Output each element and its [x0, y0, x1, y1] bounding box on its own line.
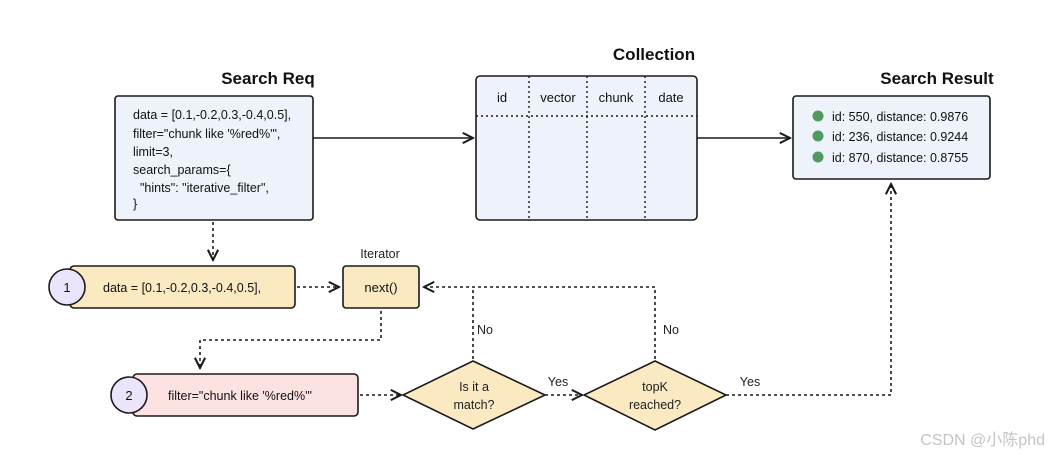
decision-topk-line2: reached? [629, 398, 681, 412]
search-req-box: data = [0.1,-0.2,0.3,-0.4,0.5], filter="… [114, 95, 314, 221]
step1-number-badge [48, 268, 86, 306]
result-dot-icon [812, 151, 824, 163]
result-item: id: 870, distance: 0.8755 [832, 151, 968, 165]
iterator-call: next() [364, 280, 397, 295]
step1-number: 1 [63, 280, 70, 295]
collection-column-header: id [497, 90, 507, 105]
result-dot-icon [812, 110, 824, 122]
decision-topk-line1: topK [642, 380, 668, 394]
iterator-box: next() [342, 265, 420, 309]
step2-box: 2 filter="chunk like '%red%'" [110, 373, 359, 417]
arrow-iterator-to-step2 [200, 311, 382, 368]
search-result-title: Search Result [880, 69, 994, 88]
result-item: id: 236, distance: 0.9244 [832, 130, 968, 144]
watermark: CSDN @小陈phd [920, 431, 1045, 449]
search-req-line: filter="chunk like '%red%'", [133, 127, 280, 141]
edge-label-no: No [663, 323, 679, 337]
edge-label-no: No [477, 323, 493, 337]
search-req-title: Search Req [221, 69, 315, 88]
arrow-topk-yes-to-result [726, 184, 891, 396]
decision-topk: topK reached? [582, 360, 728, 431]
edge-label-yes: Yes [740, 375, 760, 389]
decision-match-line1: Is it a [459, 380, 489, 394]
step1-box: 1 data = [0.1,-0.2,0.3,-0.4,0.5], [48, 265, 296, 309]
search-req-line: search_params={ [133, 163, 231, 177]
search-req-line: limit=3, [133, 145, 173, 159]
collection-column-header: date [658, 90, 683, 105]
collection-title: Collection [613, 45, 695, 64]
iterator-label: Iterator [360, 247, 400, 261]
step2-text: filter="chunk like '%red%'" [168, 389, 312, 403]
collection-table: id vector chunk date [475, 75, 698, 221]
step2-number-badge [110, 376, 148, 414]
search-req-line: data = [0.1,-0.2,0.3,-0.4,0.5], [133, 108, 291, 122]
step2-number: 2 [125, 388, 132, 403]
edge-label-yes: Yes [548, 375, 568, 389]
collection-column-header: vector [540, 90, 576, 105]
arrow-topk-no-to-iterator [424, 287, 656, 359]
search-req-line: "hints": "iterative_filter", [133, 181, 269, 195]
search-req-line: } [133, 197, 137, 211]
step1-text: data = [0.1,-0.2,0.3,-0.4,0.5], [103, 281, 261, 295]
search-result-box: id: 550, distance: 0.9876 id: 236, dista… [792, 95, 991, 180]
decision-match-line2: match? [454, 398, 495, 412]
collection-column-header: chunk [599, 90, 634, 105]
result-dot-icon [812, 130, 824, 142]
decision-match: Is it a match? [401, 360, 547, 430]
result-item: id: 550, distance: 0.9876 [832, 110, 968, 124]
